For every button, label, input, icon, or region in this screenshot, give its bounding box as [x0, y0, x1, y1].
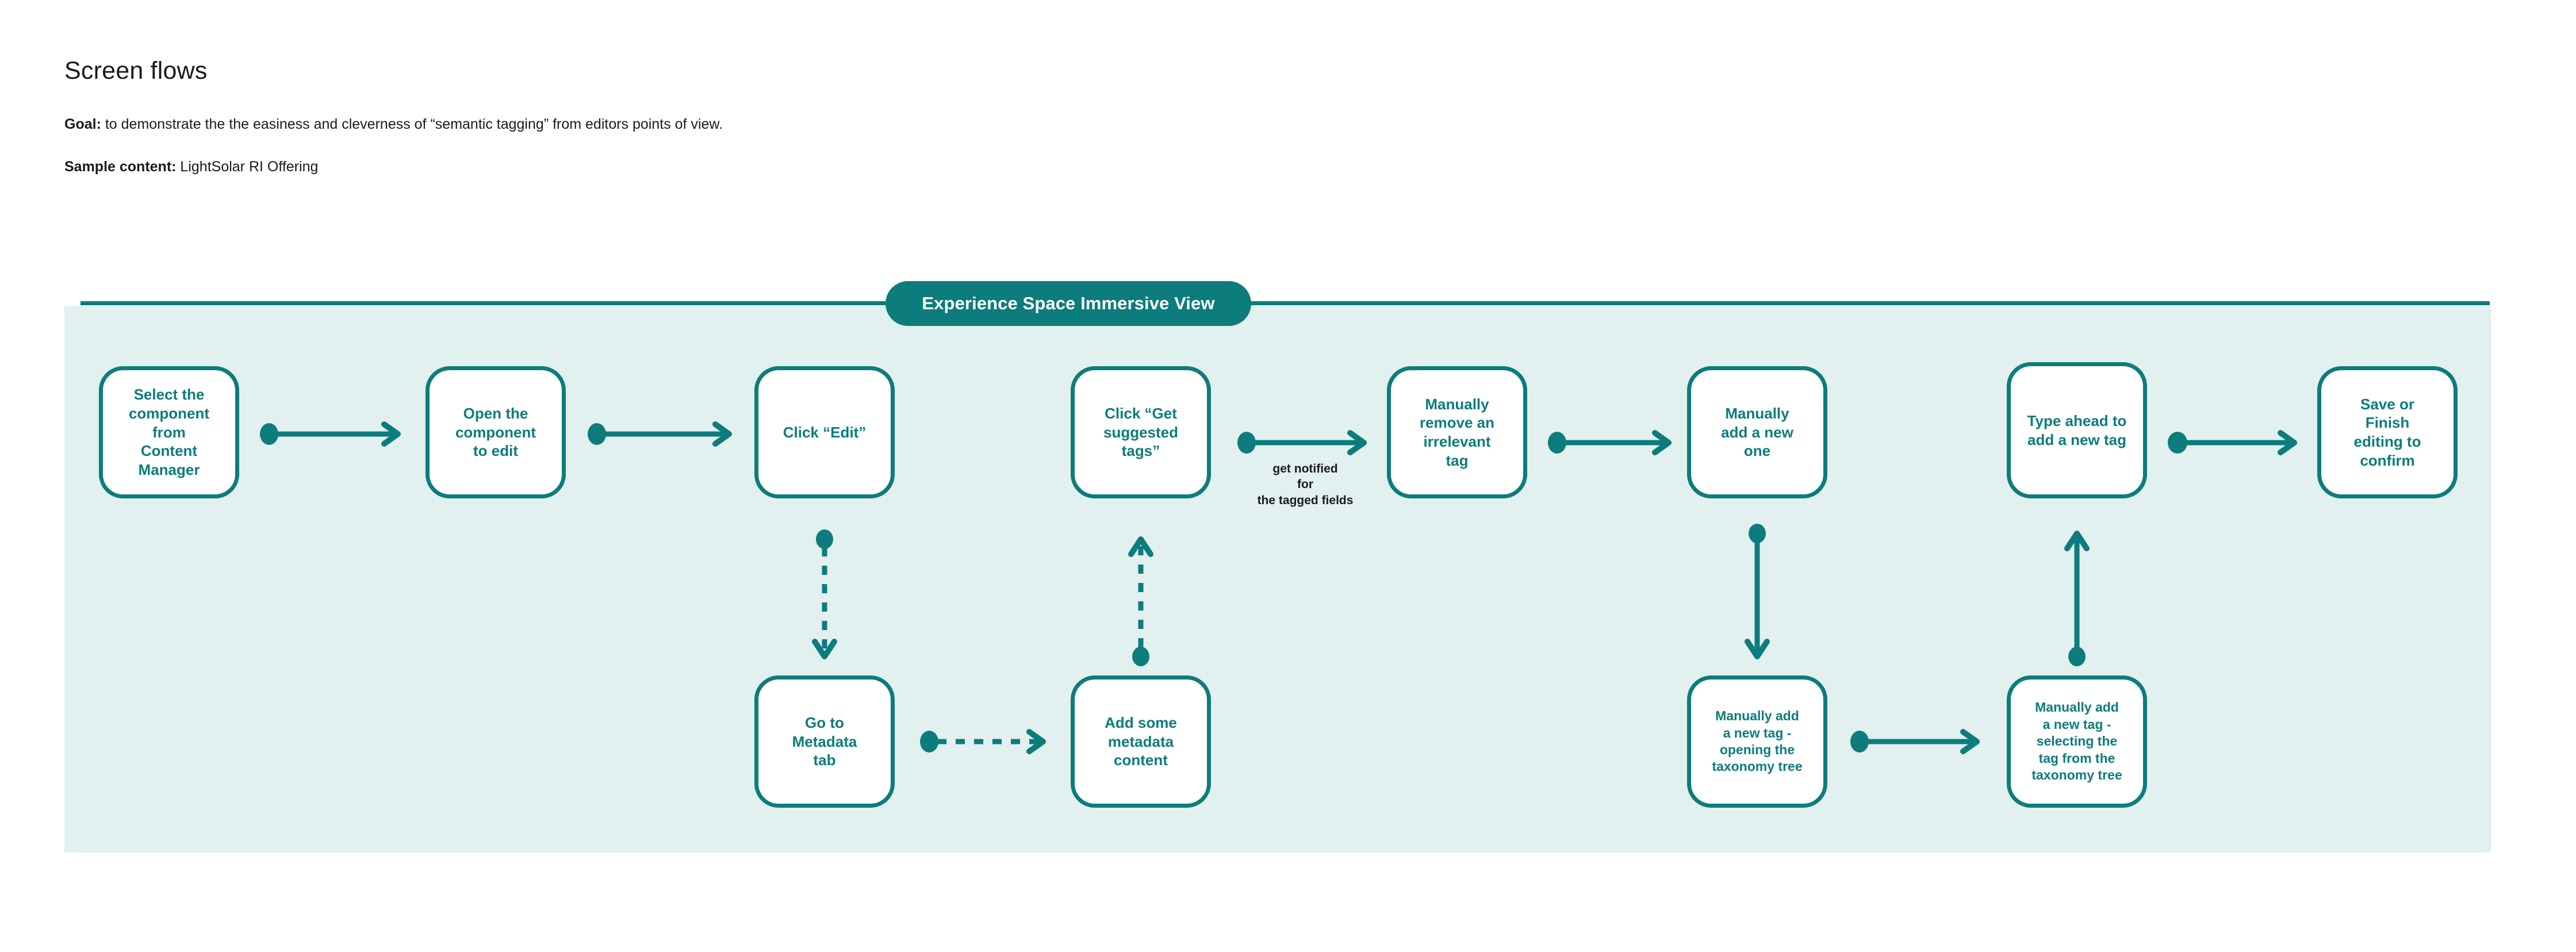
connector-open-to-click-edit	[588, 421, 738, 447]
node-label: Add some metadata content	[1105, 713, 1177, 769]
goal-value: to demonstrate the the easiness and clev…	[101, 116, 723, 133]
node-label: Type ahead to add a new tag	[2027, 412, 2127, 448]
panel-title-text: Experience Space Immersive View	[922, 293, 1215, 313]
connector-remove-to-add-new	[1548, 430, 1678, 455]
connector-add-new-one-to-taxonomy-tree	[1745, 523, 1770, 667]
sample-content-line: Sample content: LightSolar RI Offering	[64, 158, 2479, 176]
node-go-to-metadata-tab[interactable]: Go to Metadata tab	[754, 675, 895, 808]
connector-click-edit-to-metadata-tab	[812, 529, 837, 667]
node-add-new-one[interactable]: Manually add a new one	[1687, 366, 1827, 498]
connector-select-taxonomy-to-type-ahead	[2064, 523, 2090, 667]
node-label: Go to Metadata tab	[792, 713, 857, 769]
sample-content-value: LightSolar RI Offering	[176, 158, 319, 175]
connector-metadata-content-to-suggested-tags	[1128, 529, 1153, 667]
node-label: Manually add a new tag - selecting the t…	[2031, 700, 2122, 783]
node-open-taxonomy-tree[interactable]: Manually add a new tag - opening the tax…	[1687, 675, 1827, 808]
header-block: Screen flows Goal: to demonstrate the th…	[64, 57, 2479, 200]
page-title: Screen flows	[64, 57, 208, 85]
panel-title-badge: Experience Space Immersive View	[885, 281, 1251, 326]
node-remove-irrelevant-tag[interactable]: Manually remove an irrelevant tag	[1387, 366, 1527, 498]
node-label: Click “Edit”	[783, 423, 867, 441]
node-save-or-finish[interactable]: Save or Finish editing to confirm	[2317, 366, 2458, 498]
node-select-from-taxonomy[interactable]: Manually add a new tag - selecting the t…	[2007, 675, 2147, 808]
node-label: Manually remove an irrelevant tag	[1419, 395, 1495, 469]
goal-label: Goal:	[64, 116, 101, 133]
node-click-get-suggested-tags[interactable]: Click “Get suggested tags”	[1071, 366, 1211, 498]
node-open-component[interactable]: Open the component to edit	[425, 366, 566, 498]
connector-suggested-to-remove	[1237, 430, 1373, 455]
sample-content-label: Sample content:	[64, 158, 177, 175]
node-label: Save or Finish editing to confirm	[2353, 395, 2421, 469]
node-label: Manually add a new tag - opening the tax…	[1712, 708, 1803, 774]
node-label: Click “Get suggested tags”	[1103, 404, 1179, 460]
connector-type-ahead-to-save	[2168, 430, 2303, 455]
connector-select-to-open	[260, 421, 407, 447]
node-label: Select the component from Content Manage…	[128, 386, 210, 479]
node-click-edit[interactable]: Click “Edit”	[754, 366, 895, 498]
node-add-metadata-content[interactable]: Add some metadata content	[1071, 675, 1211, 808]
connector-taxonomy-open-to-select	[1850, 729, 1986, 754]
node-type-ahead-add-tag[interactable]: Type ahead to add a new tag	[2007, 362, 2147, 498]
node-select-component[interactable]: Select the component from Content Manage…	[99, 366, 239, 498]
goal-line: Goal: to demonstrate the the easiness an…	[64, 116, 2479, 133]
panel-top-rule	[80, 301, 2490, 305]
node-label: Open the component to edit	[455, 404, 536, 460]
node-label: Manually add a new one	[1721, 404, 1793, 460]
edge-note-get-notified: get notified for the tagged fields	[1257, 462, 1354, 507]
connector-metadata-tab-to-content	[920, 729, 1052, 754]
